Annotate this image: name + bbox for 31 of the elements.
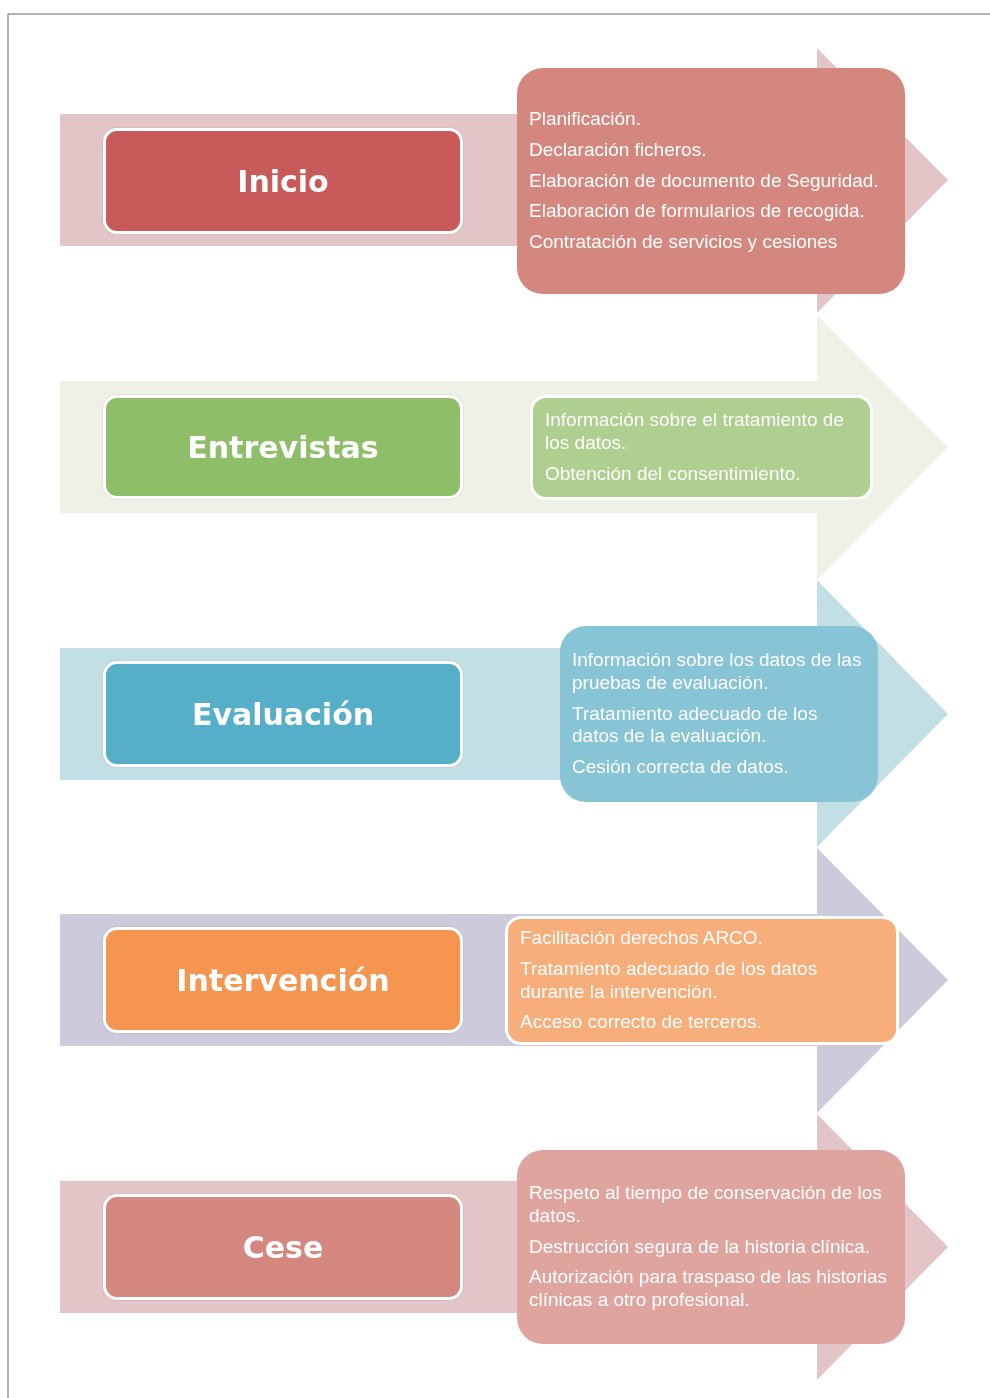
description-text: Respeto al tiempo de conservación de los datos. (529, 1182, 883, 1228)
description-box (517, 68, 905, 294)
stage-box (103, 661, 463, 767)
description-box (505, 916, 899, 1045)
description-text: Elaboración de formularios de recogida. (529, 200, 866, 224)
stage-title: Cese (242, 1229, 324, 1265)
description-text: Elaboración de documento de Seguridad. (529, 169, 880, 193)
stage-title: Intervención (176, 962, 390, 998)
description-text: Obtención del consentimiento. (545, 462, 802, 486)
stage-title: Entrevistas (187, 429, 379, 465)
description-text: Facilitación derechos ARCO. (520, 926, 764, 950)
description-text: Destrucción segura de la historia clínica. (529, 1235, 872, 1259)
description-box (560, 626, 878, 802)
description-text: Información sobre los datos de las pruebas de evaluación. (572, 649, 863, 695)
description-box (530, 395, 873, 500)
stage-box (103, 395, 463, 499)
description-text: Planificación. (529, 108, 642, 131)
description-text: Declaración ficheros. (529, 138, 708, 162)
description-text: Cesión correcta de datos. (572, 756, 790, 779)
description-text: Tratamiento adecuado de los datos durante la intervención. (520, 957, 819, 1004)
stage-box (103, 1194, 463, 1300)
stage-box (103, 927, 463, 1033)
stage-box (103, 128, 463, 234)
description-text: Acceso correcto de terceros. (520, 1011, 763, 1035)
description-text: Tratamiento adecuado de los datos de la evaluación. (572, 702, 819, 749)
description-box (517, 1150, 905, 1344)
description-text: Información sobre el tratamiento de los datos. (545, 409, 845, 455)
stage-title: Inicio (237, 163, 329, 199)
description-text: Autorización para traspaso de las historias clínicas a otro profesional. (529, 1266, 889, 1312)
description-text: Contratación de servicios y cesiones (529, 231, 839, 254)
stage-title: Evaluación (191, 696, 375, 732)
